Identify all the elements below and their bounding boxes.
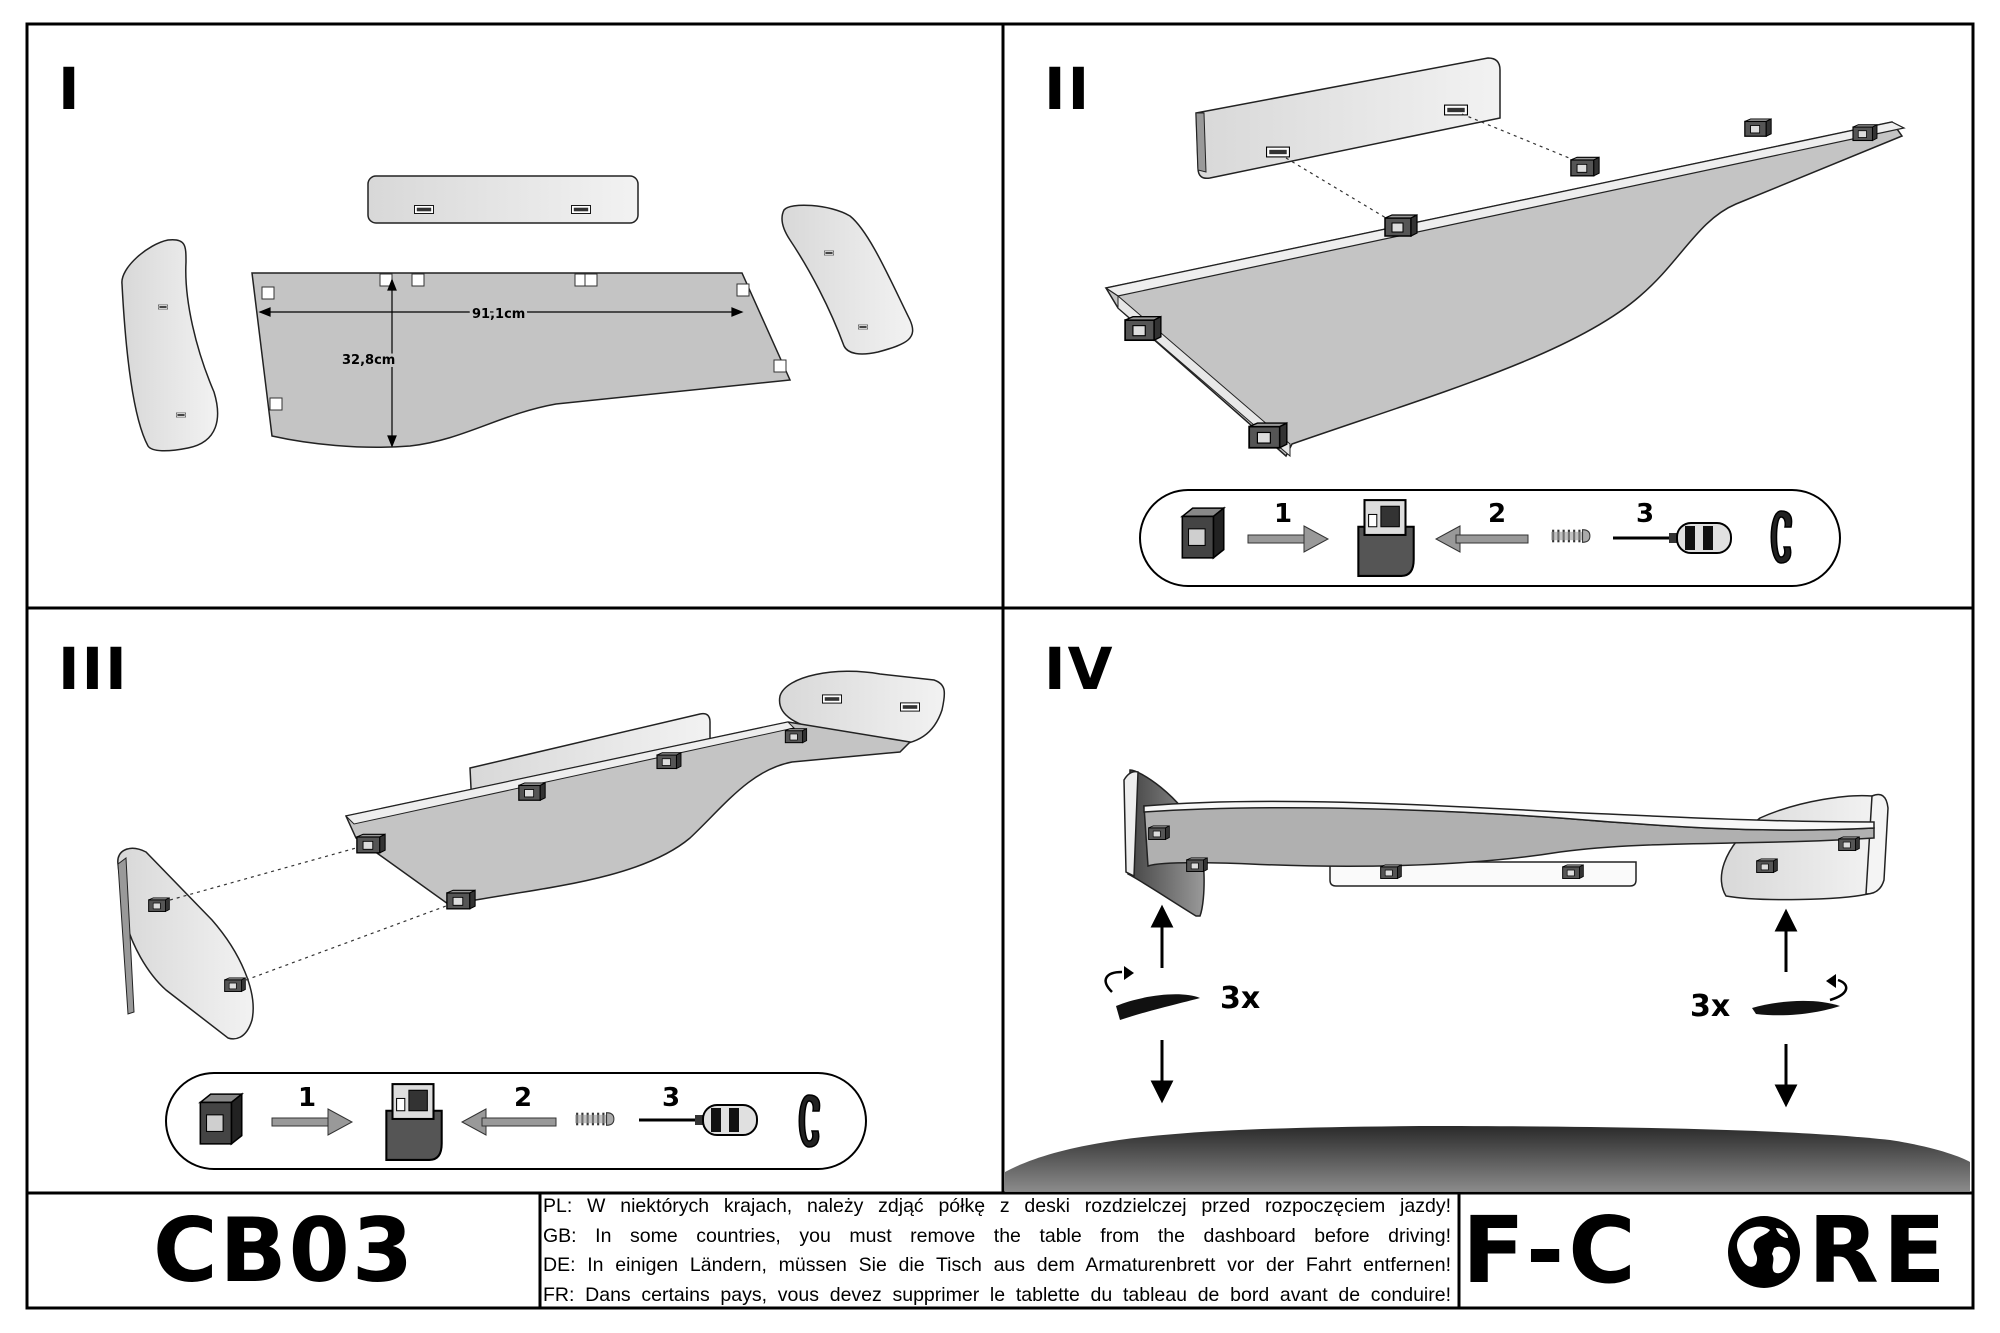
product-code: CB03 (152, 1198, 416, 1302)
turns-right-label: 3x (1690, 989, 1730, 1024)
shelf-board-icon (344, 721, 912, 905)
warning-de: DE: In einigen Ländern, müssen Sie die T… (543, 1254, 1451, 1277)
step-2-label: 2 (514, 1083, 532, 1113)
step-numeral-3: III (58, 635, 129, 703)
step-3-label: 3 (662, 1083, 680, 1113)
step-numeral-2: II (1044, 55, 1092, 123)
arrow-down-icon (1774, 1084, 1798, 1108)
logo-text-left: F-C (1462, 1197, 1640, 1304)
bracket-icon (1186, 857, 1208, 873)
step-3-label: 3 (1636, 499, 1654, 529)
bracket-icon (1852, 124, 1878, 142)
step-1-label: 1 (1274, 499, 1292, 529)
bracket-icon (199, 1093, 243, 1145)
panel-3-drawing (117, 670, 946, 1170)
side-panel-icon (781, 204, 914, 355)
back-panel-icon (367, 175, 639, 224)
arrow-right-icon (271, 1108, 354, 1136)
sheet-frame (25, 22, 1975, 1310)
brand-logo: F-C RE (1462, 1196, 1968, 1304)
back-panel-icon (1195, 57, 1501, 180)
panel-4-drawing (1005, 769, 1970, 1191)
globe-icon (1728, 1216, 1800, 1288)
step-2-label: 2 (1488, 499, 1506, 529)
side-panel-icon (117, 847, 254, 1040)
warning-gb: GB: In some countries, you must remove t… (543, 1224, 1451, 1247)
arrow-left-icon (460, 1108, 557, 1136)
step-1-label: 1 (298, 1083, 316, 1113)
bracket-icon (1384, 214, 1418, 237)
bracket-icon (1380, 864, 1402, 879)
bracket-icon (1181, 507, 1225, 559)
bracket-icon (1124, 315, 1162, 342)
turns-left-label: 3x (1220, 981, 1260, 1016)
side-panel-icon (1720, 793, 1889, 901)
bracket-icon (1562, 864, 1584, 879)
rotate-arrow-icon (1752, 974, 1848, 1016)
bracket-icon (1570, 156, 1600, 177)
bracket-icon (784, 728, 808, 744)
arrow-left-icon (1434, 525, 1529, 553)
panel-2-drawing (1104, 57, 1906, 587)
width-dimension-label: 91,1cm (472, 307, 525, 322)
bracket-icon (1148, 825, 1170, 841)
bracket-icon (1357, 499, 1415, 578)
back-panel-icon (1329, 861, 1637, 887)
bracket-icon (385, 1082, 443, 1162)
bracket-icon (356, 833, 386, 854)
warning-pl: PL: W niektórych krajach, należy zdjąć p… (543, 1195, 1451, 1217)
depth-dimension-label: 32,8cm (342, 353, 395, 368)
arrow-right-icon (1247, 525, 1330, 553)
rotate-arrow-icon (1104, 966, 1200, 1020)
step-numeral-1: I (58, 55, 82, 123)
step-numeral-4: IV (1044, 635, 1115, 703)
dashboard-icon (1005, 1126, 1970, 1191)
bracket-icon (656, 752, 682, 770)
arrow-up-icon (1774, 908, 1798, 932)
logo-text-right: RE (1808, 1197, 1950, 1304)
warning-fr: FR: Dans certains pays, vous devez suppr… (543, 1283, 1451, 1306)
shelf-board-icon (251, 272, 792, 448)
shelf-board-icon (1143, 800, 1875, 868)
side-panel-icon (121, 238, 219, 452)
bracket-icon (1248, 421, 1288, 450)
bracket-icon (1756, 858, 1778, 873)
panel-1-drawing (121, 175, 914, 452)
bracket-icon (1744, 118, 1772, 137)
assembly-steps-capsule (1139, 489, 1841, 587)
bracket-icon (1838, 836, 1860, 851)
arrow-down-icon (1150, 1080, 1174, 1104)
bracket-icon (518, 782, 546, 801)
bracket-icon (446, 889, 476, 910)
arrow-up-icon (1150, 904, 1174, 928)
assembly-steps-capsule (165, 1072, 867, 1170)
warning-text-block: PL: W niektórych krajach, należy zdjąć p… (543, 1195, 1451, 1306)
